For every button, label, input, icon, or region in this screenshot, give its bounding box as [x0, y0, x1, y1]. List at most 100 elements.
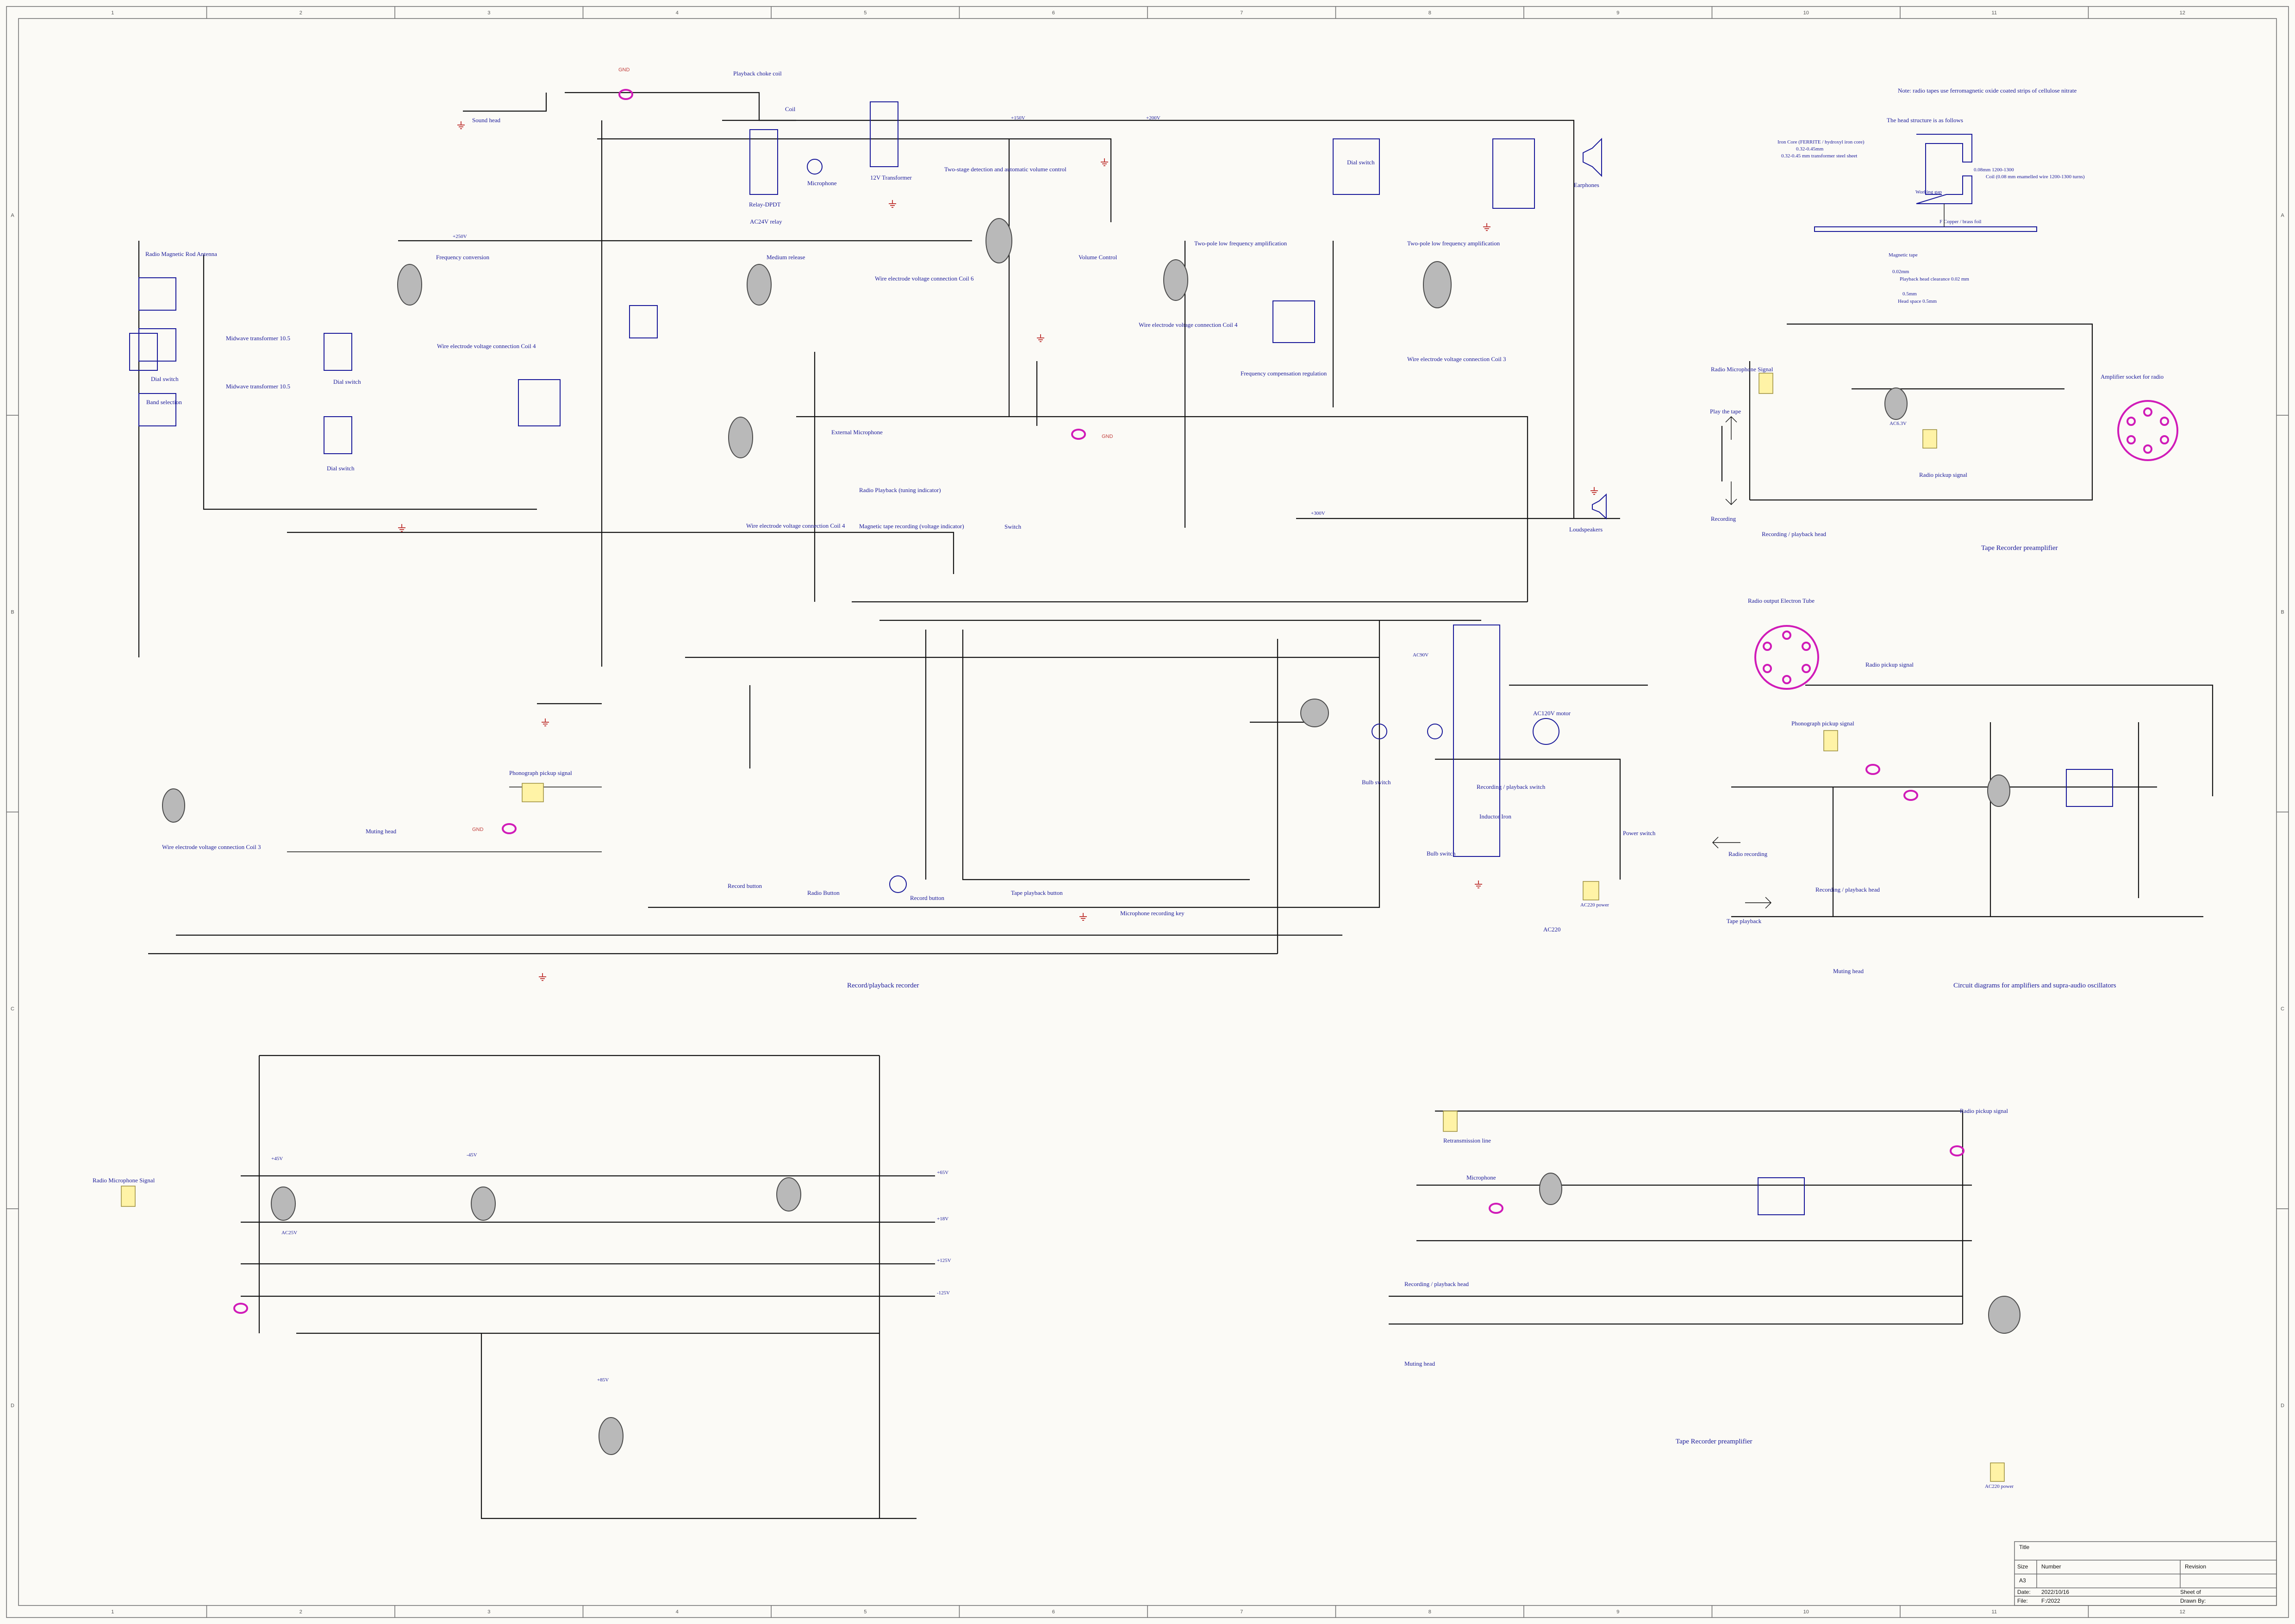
muting-head-label-1: Muting head — [366, 828, 397, 835]
ac220-power-port[interactable] — [1583, 881, 1599, 900]
two-pole-label-2: Two-pole low frequency amplification — [1407, 240, 1500, 247]
note-working-gap: Working gap — [1915, 189, 1942, 195]
amp-socket-label: Amplifier socket for radio — [2101, 373, 2164, 380]
midwave-transformer-1 — [138, 277, 176, 311]
tube-1s4 — [599, 1417, 624, 1455]
tube-6h8 — [985, 218, 1012, 263]
earphone-speaker — [1583, 137, 1602, 177]
rec-play-head-label-3: Recording / playback head — [1404, 1280, 1469, 1287]
note-head-space: Head space 0.5mm — [1898, 299, 1937, 304]
size-label: Size — [2017, 1563, 2028, 1570]
ac220-power-port-2[interactable] — [1990, 1462, 2005, 1482]
antenna-label: Radio Magnetic Rod Antenna — [145, 250, 217, 257]
radio-mic-port[interactable] — [1759, 373, 1773, 394]
tape-preamp-upper: Radio Microphone Signal Play the tape Re… — [1710, 323, 2178, 537]
tube-6k8 — [1539, 1173, 1562, 1205]
note-magnetic-tape: Magnetic tape — [1889, 252, 1918, 258]
play-tape-label: Play the tape — [1710, 408, 1741, 415]
gnd-label-mid: GND — [1102, 434, 1113, 439]
radio-mic-port-2[interactable] — [121, 1186, 136, 1207]
loudspeakers-label: Loudspeakers — [1569, 526, 1603, 533]
out-pin-1 — [1782, 631, 1791, 640]
transmission-port[interactable] — [1443, 1111, 1458, 1132]
midwave-transformer-3 — [138, 393, 176, 426]
tube-6f6 — [1423, 261, 1452, 308]
loudspeaker — [1592, 493, 1607, 520]
zone-row-A-left: A — [11, 213, 14, 219]
socket-pin-1 — [2143, 407, 2152, 417]
tube-6n8-amp — [2066, 769, 2113, 807]
dial-switch-label-3: Dial switch — [327, 465, 355, 472]
ac220-label: AC220 — [1543, 926, 1561, 933]
socket-pin-5 — [2127, 435, 2136, 444]
bulb-switch-label-2: Bulb switch — [1427, 850, 1456, 857]
voltage-ac63: AC6.3V — [1890, 421, 1907, 426]
out-pin-4 — [1782, 675, 1791, 684]
voltage-150: +150V — [1011, 115, 1025, 121]
zone-col-9-bottom: 9 — [1616, 1609, 1619, 1615]
muting-head-label-2: Muting head — [1833, 968, 1864, 974]
recording-label: Recording — [1711, 515, 1736, 522]
zone-col-8-bottom: 8 — [1428, 1609, 1431, 1615]
amp-socket[interactable] — [2117, 400, 2178, 461]
microphone-label-2: Microphone — [1466, 1174, 1496, 1181]
tape-port[interactable] — [1922, 429, 1937, 449]
dial-switch-left-2 — [324, 416, 352, 454]
tube-6k7-2 — [1163, 259, 1188, 301]
voltage-250: +250V — [453, 234, 467, 239]
file-value: F:/2022 — [2041, 1598, 2060, 1604]
note-head-space-size: 0.5mm — [1902, 291, 1917, 297]
zone-row-C-left: C — [11, 1006, 14, 1012]
dial-switch-top — [1333, 138, 1380, 195]
drawn-label: Drawn By: — [2180, 1598, 2206, 1604]
revision-label: Revision — [2185, 1563, 2206, 1570]
phono-pickup-label: Phonograph pickup signal — [509, 769, 572, 776]
note-copper-foil: F Copper / brass foil — [1940, 219, 1981, 225]
zone-col-1-bottom: 1 — [111, 1609, 114, 1615]
lower-left-section: Radio Microphone Signal — [93, 1055, 935, 1519]
zone-col-12-top: 12 — [2180, 10, 2185, 16]
inductor-iron-label: Inductor Iron — [1479, 813, 1511, 820]
out-pin-5 — [1763, 664, 1772, 673]
voltage-125: +125V — [937, 1258, 951, 1263]
relay — [749, 129, 778, 195]
record-button-label-2: Record button — [910, 894, 945, 901]
highlight-amp-1 — [1865, 764, 1880, 775]
highlight-gnd-bottom — [233, 1303, 248, 1314]
radio-section: Playback choke coil Coil Sound head Micr… — [129, 67, 1656, 1314]
motor — [1533, 718, 1559, 745]
dial-switch-label-1: Dial switch — [151, 375, 179, 382]
zone-col-5-bottom: 5 — [864, 1609, 867, 1615]
amplifier-section: Radio output Electron Tube Radio pickup … — [1712, 597, 2214, 974]
wire-coil3-label-2: Wire electrode voltage connection Coil 3 — [162, 843, 261, 850]
zone-row-B-left: B — [11, 610, 14, 615]
freq-comp-switch — [1272, 300, 1315, 343]
date-label: Date: — [2017, 1589, 2031, 1595]
phono-port-2[interactable] — [1823, 730, 1838, 751]
zone-col-12-bottom: 12 — [2180, 1609, 2185, 1615]
phono-port[interactable] — [522, 783, 544, 802]
ac220-power-label-1: AC220 power — [1580, 902, 1609, 908]
note-radio-tapes: Note: radio tapes use ferromagnetic oxid… — [1898, 87, 2077, 94]
bulb-switch-label-1: Bulb switch — [1362, 779, 1391, 786]
output-transformer — [1492, 138, 1535, 209]
volume-control-label: Volume Control — [1079, 254, 1117, 261]
voltage-300: +300V — [1311, 511, 1325, 516]
file-label: File: — [2017, 1598, 2028, 1604]
if-transformer — [629, 305, 658, 338]
voltage-65: +65V — [937, 1170, 948, 1175]
zone-row-D-left: D — [11, 1403, 14, 1409]
relay-label: Relay-DPDT — [749, 201, 781, 208]
mic-key-label: Microphone recording key — [1120, 910, 1185, 917]
midwave-label-1: Midwave transformer 10.5 — [226, 335, 290, 342]
note-wire: 0.08mm 1200-1300 — [1974, 167, 2014, 173]
zone-col-11-bottom: 11 — [1992, 1609, 1997, 1615]
head-structure-notes: Note: radio tapes use ferromagnetic oxid… — [1777, 87, 2085, 304]
zone-col-6-top: 6 — [1052, 10, 1055, 16]
radio-output-tube-socket[interactable] — [1754, 625, 1819, 690]
bulb-2 — [1427, 724, 1443, 739]
out-pin-6 — [1763, 642, 1772, 651]
title-label: Title — [2019, 1544, 2030, 1550]
